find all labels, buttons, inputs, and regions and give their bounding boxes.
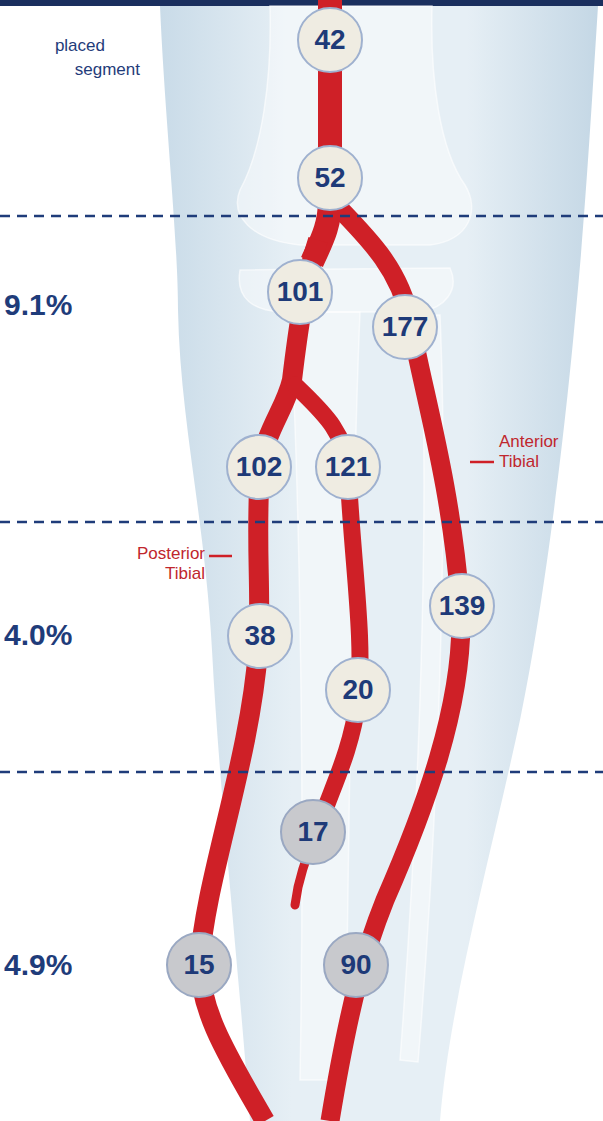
count-number: 15	[183, 951, 214, 979]
count-number: 38	[244, 622, 275, 650]
segment-count-circle: 177	[371, 293, 439, 361]
segment-count-circle: 42	[296, 6, 364, 74]
count-number: 52	[314, 164, 345, 192]
segment-percent: 4.0%	[4, 617, 104, 653]
segment-count-circle: 121	[314, 433, 382, 501]
segment-count-circle: 90	[322, 931, 390, 999]
circle-shape	[430, 574, 494, 638]
segment-count-circle: 15	[165, 931, 233, 999]
note-text: segment	[10, 60, 140, 80]
artery-label: Posterior Tibial	[125, 544, 205, 585]
circle-shape	[227, 435, 291, 499]
arteries	[200, 0, 461, 1121]
count-number: 121	[325, 453, 372, 481]
segment-count-circle: 101	[266, 258, 334, 326]
circle-shape	[324, 933, 388, 997]
circle-shape	[281, 800, 345, 864]
segment-count-circle: 20	[324, 656, 392, 724]
circle-shape	[167, 933, 231, 997]
circle-shape	[316, 435, 380, 499]
segment-percent: 4.9%	[4, 947, 104, 983]
count-number: 139	[439, 592, 486, 620]
top-bar	[0, 0, 603, 6]
count-number: 42	[314, 26, 345, 54]
leg-silhouette	[160, 6, 598, 1121]
segment-percent: 9.1%	[4, 287, 104, 323]
circle-shape	[228, 604, 292, 668]
circle-shape	[298, 8, 362, 72]
artery-label: Anterior Tibial	[499, 432, 579, 473]
segment-count-circle: 52	[296, 144, 364, 212]
note-text: placed	[0, 36, 105, 56]
segment-count-circle: 102	[225, 433, 293, 501]
circle-shape	[268, 260, 332, 324]
count-number: 17	[297, 818, 328, 846]
segment-count-circle: 17	[279, 798, 347, 866]
circle-shape	[326, 658, 390, 722]
count-number: 102	[236, 453, 283, 481]
circle-shape	[298, 146, 362, 210]
segment-count-circle: 38	[226, 602, 294, 670]
count-number: 20	[342, 676, 373, 704]
bones	[238, 6, 472, 1080]
count-number: 101	[277, 278, 324, 306]
circle-shape	[373, 295, 437, 359]
segment-count-circle: 139	[428, 572, 496, 640]
count-number: 90	[340, 951, 371, 979]
count-number: 177	[382, 313, 429, 341]
segment-dividers	[0, 216, 603, 772]
